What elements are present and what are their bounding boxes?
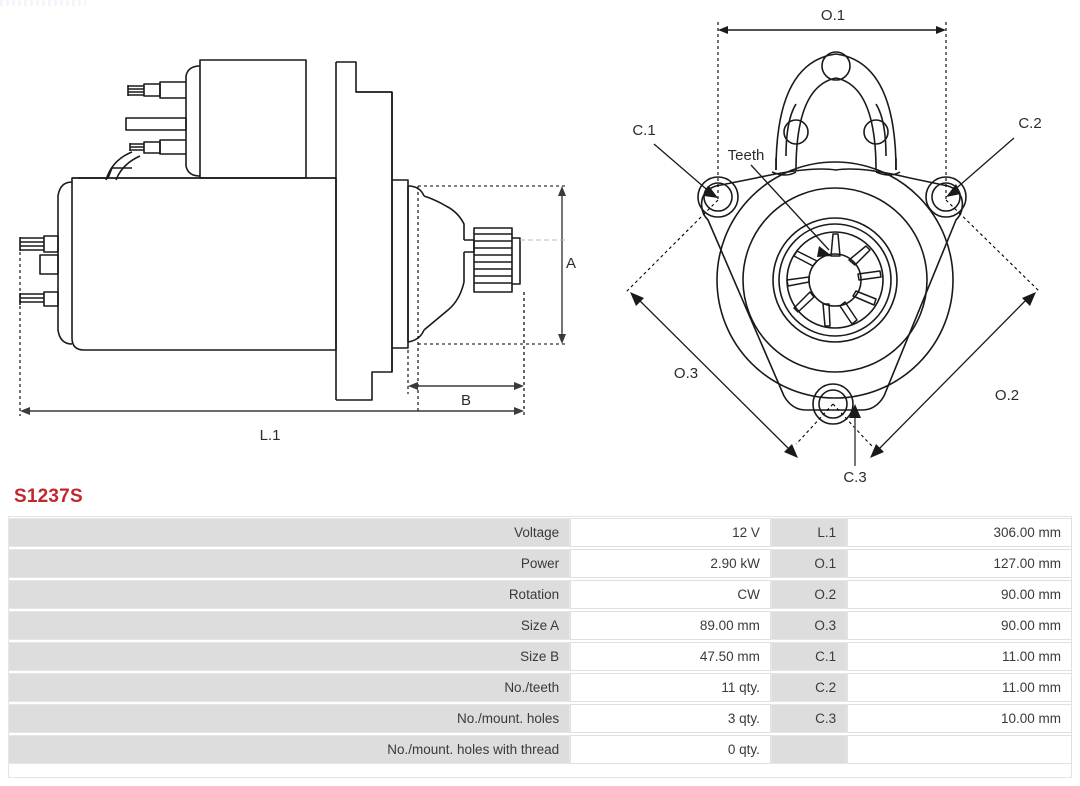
spec-label: Size A (8, 611, 571, 640)
spec-label: Rotation (8, 580, 571, 609)
dimension-label-o3: O.3 (674, 365, 698, 382)
spec-label: No./mount. holes with thread (8, 735, 571, 764)
starter-motor-mounting-front-view: O.1 C.1 C.2 Teeth O.3 O.2 C.3 (625, 7, 1042, 486)
dimension-label-length: L.1 (260, 427, 281, 444)
spec-value: 2.90 kW (570, 549, 771, 578)
dimension-value: 11.00 mm (847, 642, 1072, 671)
table-row: No./mount. holes 3 qty. C.3 10.00 mm (8, 704, 1072, 733)
spec-label: Voltage (8, 518, 571, 547)
dimension-code: O.3 (770, 611, 848, 640)
table-row: No./mount. holes with thread 0 qty. (8, 735, 1072, 764)
dimension-value: 11.00 mm (847, 673, 1072, 702)
dimension-code (770, 735, 848, 764)
table-row: Size A 89.00 mm O.3 90.00 mm (8, 611, 1072, 640)
spec-value: 89.00 mm (570, 611, 771, 640)
dimension-label-c1: C.1 (632, 122, 655, 139)
spec-value: 12 V (570, 518, 771, 547)
dimension-label-c3: C.3 (843, 469, 866, 486)
spec-table-body: Voltage 12 V L.1 306.00 mm Power 2.90 kW… (8, 518, 1072, 764)
dimension-code: C.3 (770, 704, 848, 733)
spec-label: Size B (8, 642, 571, 671)
spec-label: No./mount. holes (8, 704, 571, 733)
spec-label: Power (8, 549, 571, 578)
technical-drawings: A B L.1 (19, 7, 1042, 486)
table-row: Voltage 12 V L.1 306.00 mm (8, 518, 1072, 547)
dimension-label-o2: O.2 (995, 387, 1019, 404)
spec-value: 3 qty. (570, 704, 771, 733)
table-row: Size B 47.50 mm C.1 11.00 mm (8, 642, 1072, 671)
dimension-value: 90.00 mm (847, 580, 1072, 609)
dimension-code: C.1 (770, 642, 848, 671)
starter-motor-side-view: A B L.1 (19, 59, 576, 444)
spec-value: 11 qty. (570, 673, 771, 702)
dimension-code: O.1 (770, 549, 848, 578)
top-left-artifact (0, 0, 86, 6)
dimension-label-c2: C.2 (1018, 115, 1041, 132)
dimension-code: C.2 (770, 673, 848, 702)
dimension-code: O.2 (770, 580, 848, 609)
dimension-label-size-b: B (461, 392, 471, 409)
spec-value: 47.50 mm (570, 642, 771, 671)
table-row: No./teeth 11 qty. C.2 11.00 mm (8, 673, 1072, 702)
product-code-title: S1237S (14, 486, 83, 507)
dimension-value: 127.00 mm (847, 549, 1072, 578)
table-row: Power 2.90 kW O.1 127.00 mm (8, 549, 1072, 578)
dimension-value: 90.00 mm (847, 611, 1072, 640)
spec-value: CW (570, 580, 771, 609)
dimension-label-size-a: A (566, 255, 576, 272)
dimension-value: 10.00 mm (847, 704, 1072, 733)
dimension-code: L.1 (770, 518, 848, 547)
dimension-label-o1: O.1 (821, 7, 845, 24)
dimension-label-teeth: Teeth (728, 147, 765, 164)
spec-value: 0 qty. (570, 735, 771, 764)
specification-table: Voltage 12 V L.1 306.00 mm Power 2.90 kW… (8, 516, 1072, 766)
spec-label: No./teeth (8, 673, 571, 702)
dimension-value (847, 735, 1072, 764)
table-row: Rotation CW O.2 90.00 mm (8, 580, 1072, 609)
dimension-value: 306.00 mm (847, 518, 1072, 547)
